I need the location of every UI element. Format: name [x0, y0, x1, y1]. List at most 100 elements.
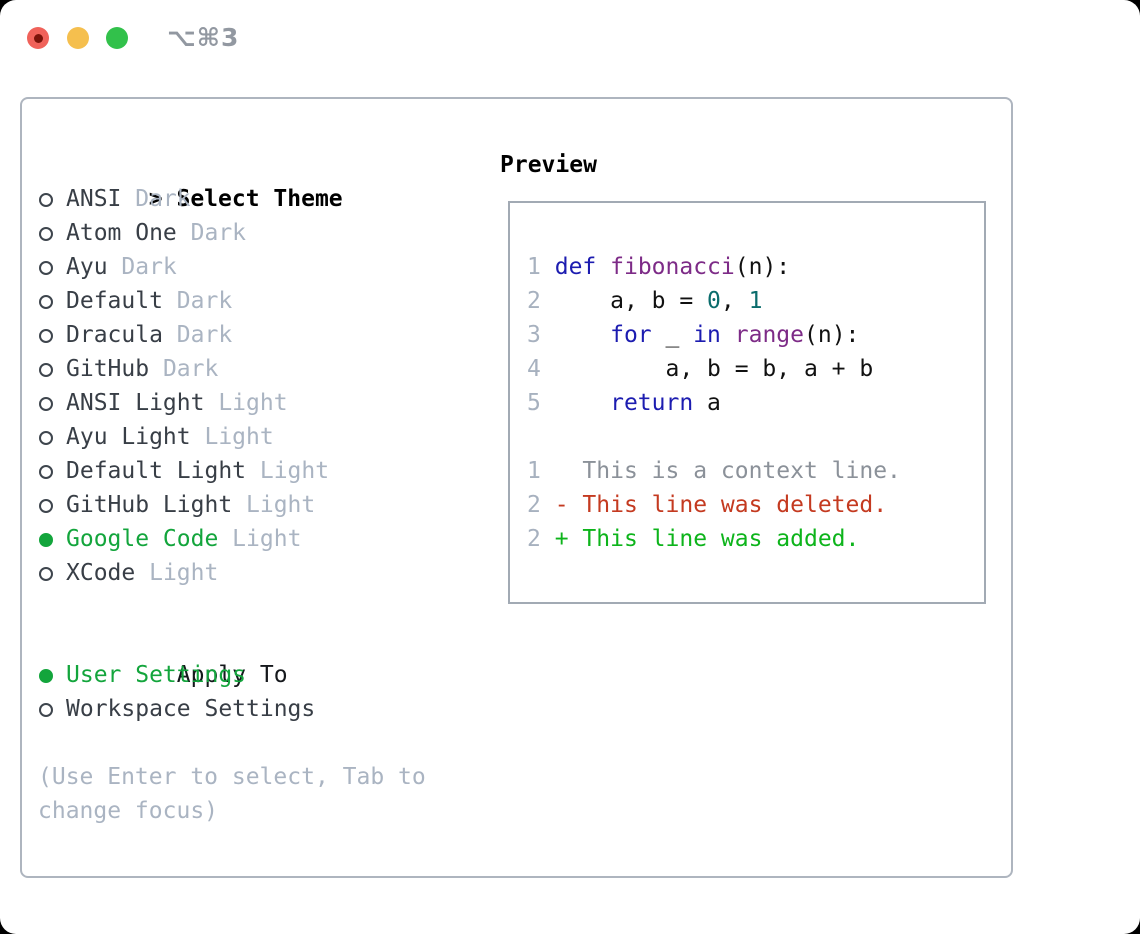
theme-variant: Light — [246, 458, 330, 484]
theme-variant: Dark — [176, 220, 247, 246]
select-theme-title: Select Theme — [176, 186, 343, 212]
theme-variant: Dark — [162, 288, 233, 314]
radio-icon — [39, 193, 53, 207]
code-token: a — [693, 390, 721, 416]
spacer — [38, 590, 442, 624]
radio-icon — [39, 567, 53, 581]
theme-name: Ayu — [66, 254, 108, 280]
theme-option-github-dark[interactable]: GitHub Dark — [38, 352, 442, 386]
theme-option-github-light-light[interactable]: GitHub Light Light — [38, 488, 442, 522]
code-token — [596, 254, 610, 280]
theme-option-ansi-light-light[interactable]: ANSI Light Light — [38, 386, 442, 420]
radio-icon — [39, 397, 53, 411]
line-number: 2 — [527, 288, 541, 314]
titlebar: ⌥⌘3 — [0, 0, 1140, 76]
theme-name: GitHub — [66, 356, 150, 382]
spacer — [38, 726, 442, 760]
diff-text: - This line was deleted. — [554, 492, 888, 518]
minimize-button[interactable] — [67, 27, 89, 49]
theme-name: Atom One — [66, 220, 177, 246]
preview-title: Preview — [500, 152, 597, 178]
line-number: 1 — [527, 458, 541, 484]
code-token — [721, 322, 735, 348]
code-token: def — [554, 254, 597, 280]
theme-variant: Light — [204, 390, 288, 416]
code-token: 0 — [707, 288, 721, 314]
radio-icon — [39, 227, 53, 241]
code-token: a, b = b, a + b — [554, 356, 874, 382]
window-shortcut-label: ⌥⌘3 — [167, 23, 240, 52]
apply-to-header: Apply To — [38, 624, 442, 688]
theme-name: XCode — [66, 560, 136, 586]
theme-option-default-light-light[interactable]: Default Light Light — [38, 454, 442, 488]
code-token: for — [610, 322, 652, 348]
theme-variant: Light — [218, 526, 302, 552]
theme-option-ansi-dark[interactable]: ANSI Dark — [38, 182, 442, 216]
diff-line-deleted: 2 - This line was deleted. — [527, 488, 976, 522]
theme-variant: Light — [190, 424, 274, 450]
diff-text: + This line was added. — [554, 526, 860, 552]
code-token: return — [610, 390, 694, 416]
theme-option-google-code-light[interactable]: Google Code Light — [38, 522, 442, 556]
code-line: 3 for _ in range(n): — [527, 318, 976, 352]
theme-option-ayu-dark[interactable]: Ayu Dark — [38, 250, 442, 284]
code-token: (n): — [804, 322, 860, 348]
radio-icon — [39, 329, 53, 343]
apply-option-workspace-settings[interactable]: Workspace Settings — [38, 692, 442, 726]
zoom-button[interactable] — [106, 27, 128, 49]
theme-name: Dracula — [66, 322, 163, 348]
theme-option-xcode-light[interactable]: XCode Light — [38, 556, 442, 590]
theme-variant: Dark — [149, 356, 219, 382]
select-theme-header: > Select Theme — [38, 148, 442, 212]
apply-option-user-settings[interactable]: User Settings — [38, 658, 442, 692]
theme-name: Default Light — [66, 458, 247, 484]
code-line: 5 return a — [527, 386, 976, 420]
theme-variant: Dark — [162, 322, 233, 348]
radio-selected-icon — [39, 533, 53, 547]
close-button[interactable] — [27, 27, 49, 49]
theme-option-dracula-dark[interactable]: Dracula Dark — [38, 318, 442, 352]
apply-to-title: Apply To — [176, 662, 288, 688]
theme-name: GitHub Light — [66, 492, 233, 518]
line-number: 1 — [527, 254, 541, 280]
code-token: in — [693, 322, 721, 348]
code-token: fibonacci — [610, 254, 735, 280]
radio-icon — [39, 431, 53, 445]
theme-option-ayu-light-light[interactable]: Ayu Light Light — [38, 420, 442, 454]
theme-name: Ayu Light — [66, 424, 191, 450]
theme-name: Google Code — [66, 526, 219, 552]
diff-line-added: 2 + This line was added. — [527, 522, 976, 556]
code-token — [555, 322, 610, 348]
line-number: 2 — [527, 492, 541, 518]
diff-line-context: 1 This is a context line. — [527, 454, 976, 488]
apply-option-label: User Settings — [66, 662, 247, 688]
radio-icon — [39, 465, 53, 479]
code-line: 2 a, b = 0, 1 — [527, 284, 976, 318]
theme-variant: Dark — [107, 254, 177, 280]
radio-selected-icon — [39, 669, 53, 683]
theme-option-atom-one-dark[interactable]: Atom One Dark — [38, 216, 442, 250]
code-line: 4 a, b = b, a + b — [527, 352, 976, 386]
theme-name: ANSI — [66, 186, 122, 212]
hint-text: (Use Enter to select, Tab to change focu… — [38, 764, 426, 824]
radio-icon — [39, 295, 53, 309]
theme-variant: Dark — [121, 186, 191, 212]
line-number: 4 — [527, 356, 541, 382]
code-token: _ — [651, 322, 694, 348]
line-number: 5 — [527, 390, 541, 416]
theme-option-default-dark[interactable]: Default Dark — [38, 284, 442, 318]
code-token: 1 — [748, 288, 763, 314]
spacer — [527, 420, 976, 454]
theme-name: Default — [66, 288, 163, 314]
code-token — [555, 390, 610, 416]
line-number: 3 — [527, 322, 541, 348]
code-line: 1 def fibonacci(n): — [527, 250, 976, 284]
line-number: 2 — [527, 526, 541, 552]
focus-chevron-icon: > — [148, 186, 177, 212]
